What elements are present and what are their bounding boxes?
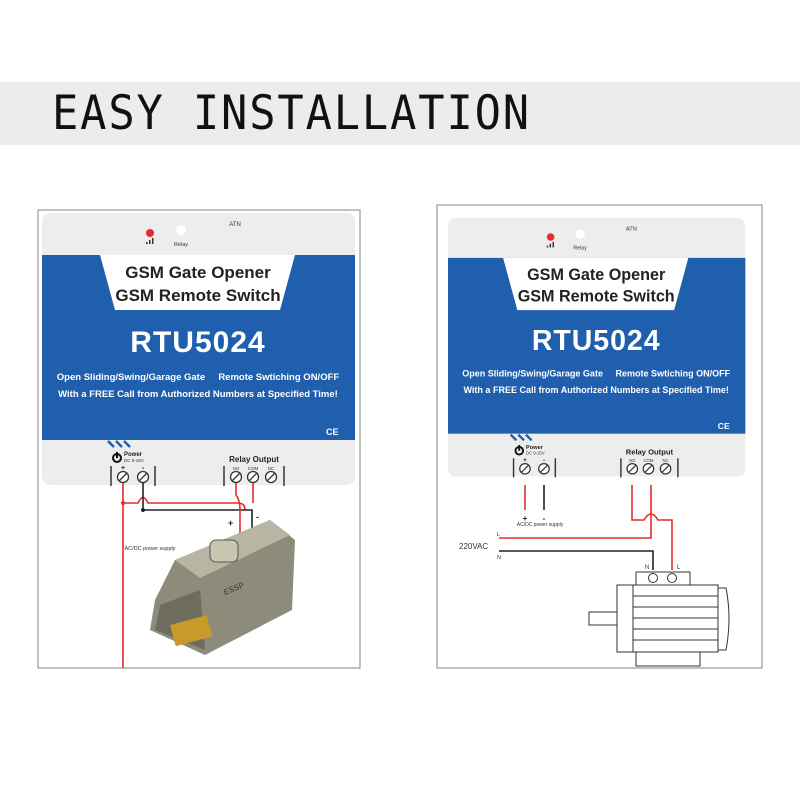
device-title-2: GSM Remote Switch <box>115 286 280 305</box>
device-desc-1: Open Sliding/Swing/Garage Gate Remote Sw… <box>462 369 730 379</box>
power-icon <box>514 445 525 456</box>
screw-terminal <box>626 462 639 475</box>
banner-title: EASY INSTALLATION <box>52 86 531 141</box>
screw-terminal <box>538 462 550 475</box>
motor-l-label: L <box>677 565 681 571</box>
relay-led <box>176 225 186 235</box>
supply-plus-label: + <box>523 514 528 523</box>
terminal-minus-label: - <box>142 465 145 472</box>
power-supply-label: AC/DC power supply <box>517 522 564 528</box>
device-left: GSM Gate Opener GSM Remote Switch RTU502… <box>42 213 355 486</box>
nc-label: NC <box>662 458 668 463</box>
signal-icon <box>546 241 554 248</box>
power-icon <box>112 452 122 463</box>
device-right: GSM Gate Opener GSM Remote Switch RTU502… <box>448 218 746 478</box>
ce-mark: CE <box>326 427 339 437</box>
device-title-1: GSM Gate Opener <box>527 266 666 284</box>
motor-drawing <box>588 571 730 667</box>
device-desc-1: Open Sliding/Swing/Garage Gate Remote Sw… <box>57 372 340 383</box>
relay-output-label: Relay Output <box>229 455 279 464</box>
voltage-label: 220VAC <box>459 542 488 551</box>
device-desc-2: With a FREE Call from Authorized Numbers… <box>58 389 338 400</box>
terminal-plus-label: + <box>121 465 125 472</box>
com-label: COM <box>248 466 259 471</box>
device-desc-2: With a FREE Call from Authorized Numbers… <box>463 385 728 395</box>
model-number: RTU5024 <box>532 325 661 357</box>
signal-led <box>546 233 555 241</box>
wires-right <box>499 485 673 570</box>
signal-icon <box>146 238 154 244</box>
line-label: L <box>497 532 500 538</box>
screw-terminal <box>642 462 655 475</box>
screw-terminal <box>136 470 150 484</box>
power-supply-label: AC/DC power supply <box>124 546 175 552</box>
neutral-label: N <box>497 555 501 561</box>
lock-plus-label: + <box>228 518 233 528</box>
nc-label: NC <box>268 466 275 471</box>
ce-mark: CE <box>718 421 730 431</box>
screw-terminal <box>659 462 672 475</box>
title-banner <box>0 82 800 145</box>
screw-terminal <box>229 470 243 484</box>
device-title-2: GSM Remote Switch <box>518 288 675 306</box>
lock-minus-label: - <box>256 512 259 522</box>
power-label: Power <box>526 445 544 451</box>
com-label: COM <box>643 458 653 463</box>
wires-left <box>122 483 254 668</box>
signal-led <box>146 229 154 237</box>
no-label: NO <box>233 466 240 471</box>
supply-minus-label: - <box>543 514 546 523</box>
screw-terminal <box>519 462 531 475</box>
relay-led-label: Relay <box>573 245 587 251</box>
device-title-1: GSM Gate Opener <box>125 263 271 282</box>
left-panel: GSM Gate Opener GSM Remote Switch RTU502… <box>37 209 361 669</box>
atn-label: ATN <box>229 222 241 228</box>
no-label: NO <box>629 458 636 463</box>
stripes-icon <box>107 440 131 448</box>
relay-led-label: Relay <box>174 242 188 248</box>
relay-led <box>575 229 585 239</box>
screw-terminal <box>116 470 130 484</box>
right-panel: GSM Gate Opener GSM Remote Switch RTU502… <box>436 204 763 669</box>
power-label: Power <box>124 452 143 458</box>
relay-output-label: Relay Output <box>626 448 674 457</box>
terminal-minus-label: - <box>543 457 545 464</box>
screw-terminal <box>264 470 278 484</box>
model-number: RTU5024 <box>130 326 265 359</box>
stripes-icon <box>509 433 533 442</box>
power-spec: DC 9-15V <box>526 451 545 456</box>
power-spec: DC 9-15V <box>124 458 144 463</box>
screw-terminal <box>246 470 260 484</box>
motor-n-label: N <box>645 565 649 571</box>
terminal-plus-label: + <box>523 457 527 464</box>
atn-label: ATN <box>626 226 637 232</box>
electric-lock-image: ESSP <box>150 520 295 655</box>
